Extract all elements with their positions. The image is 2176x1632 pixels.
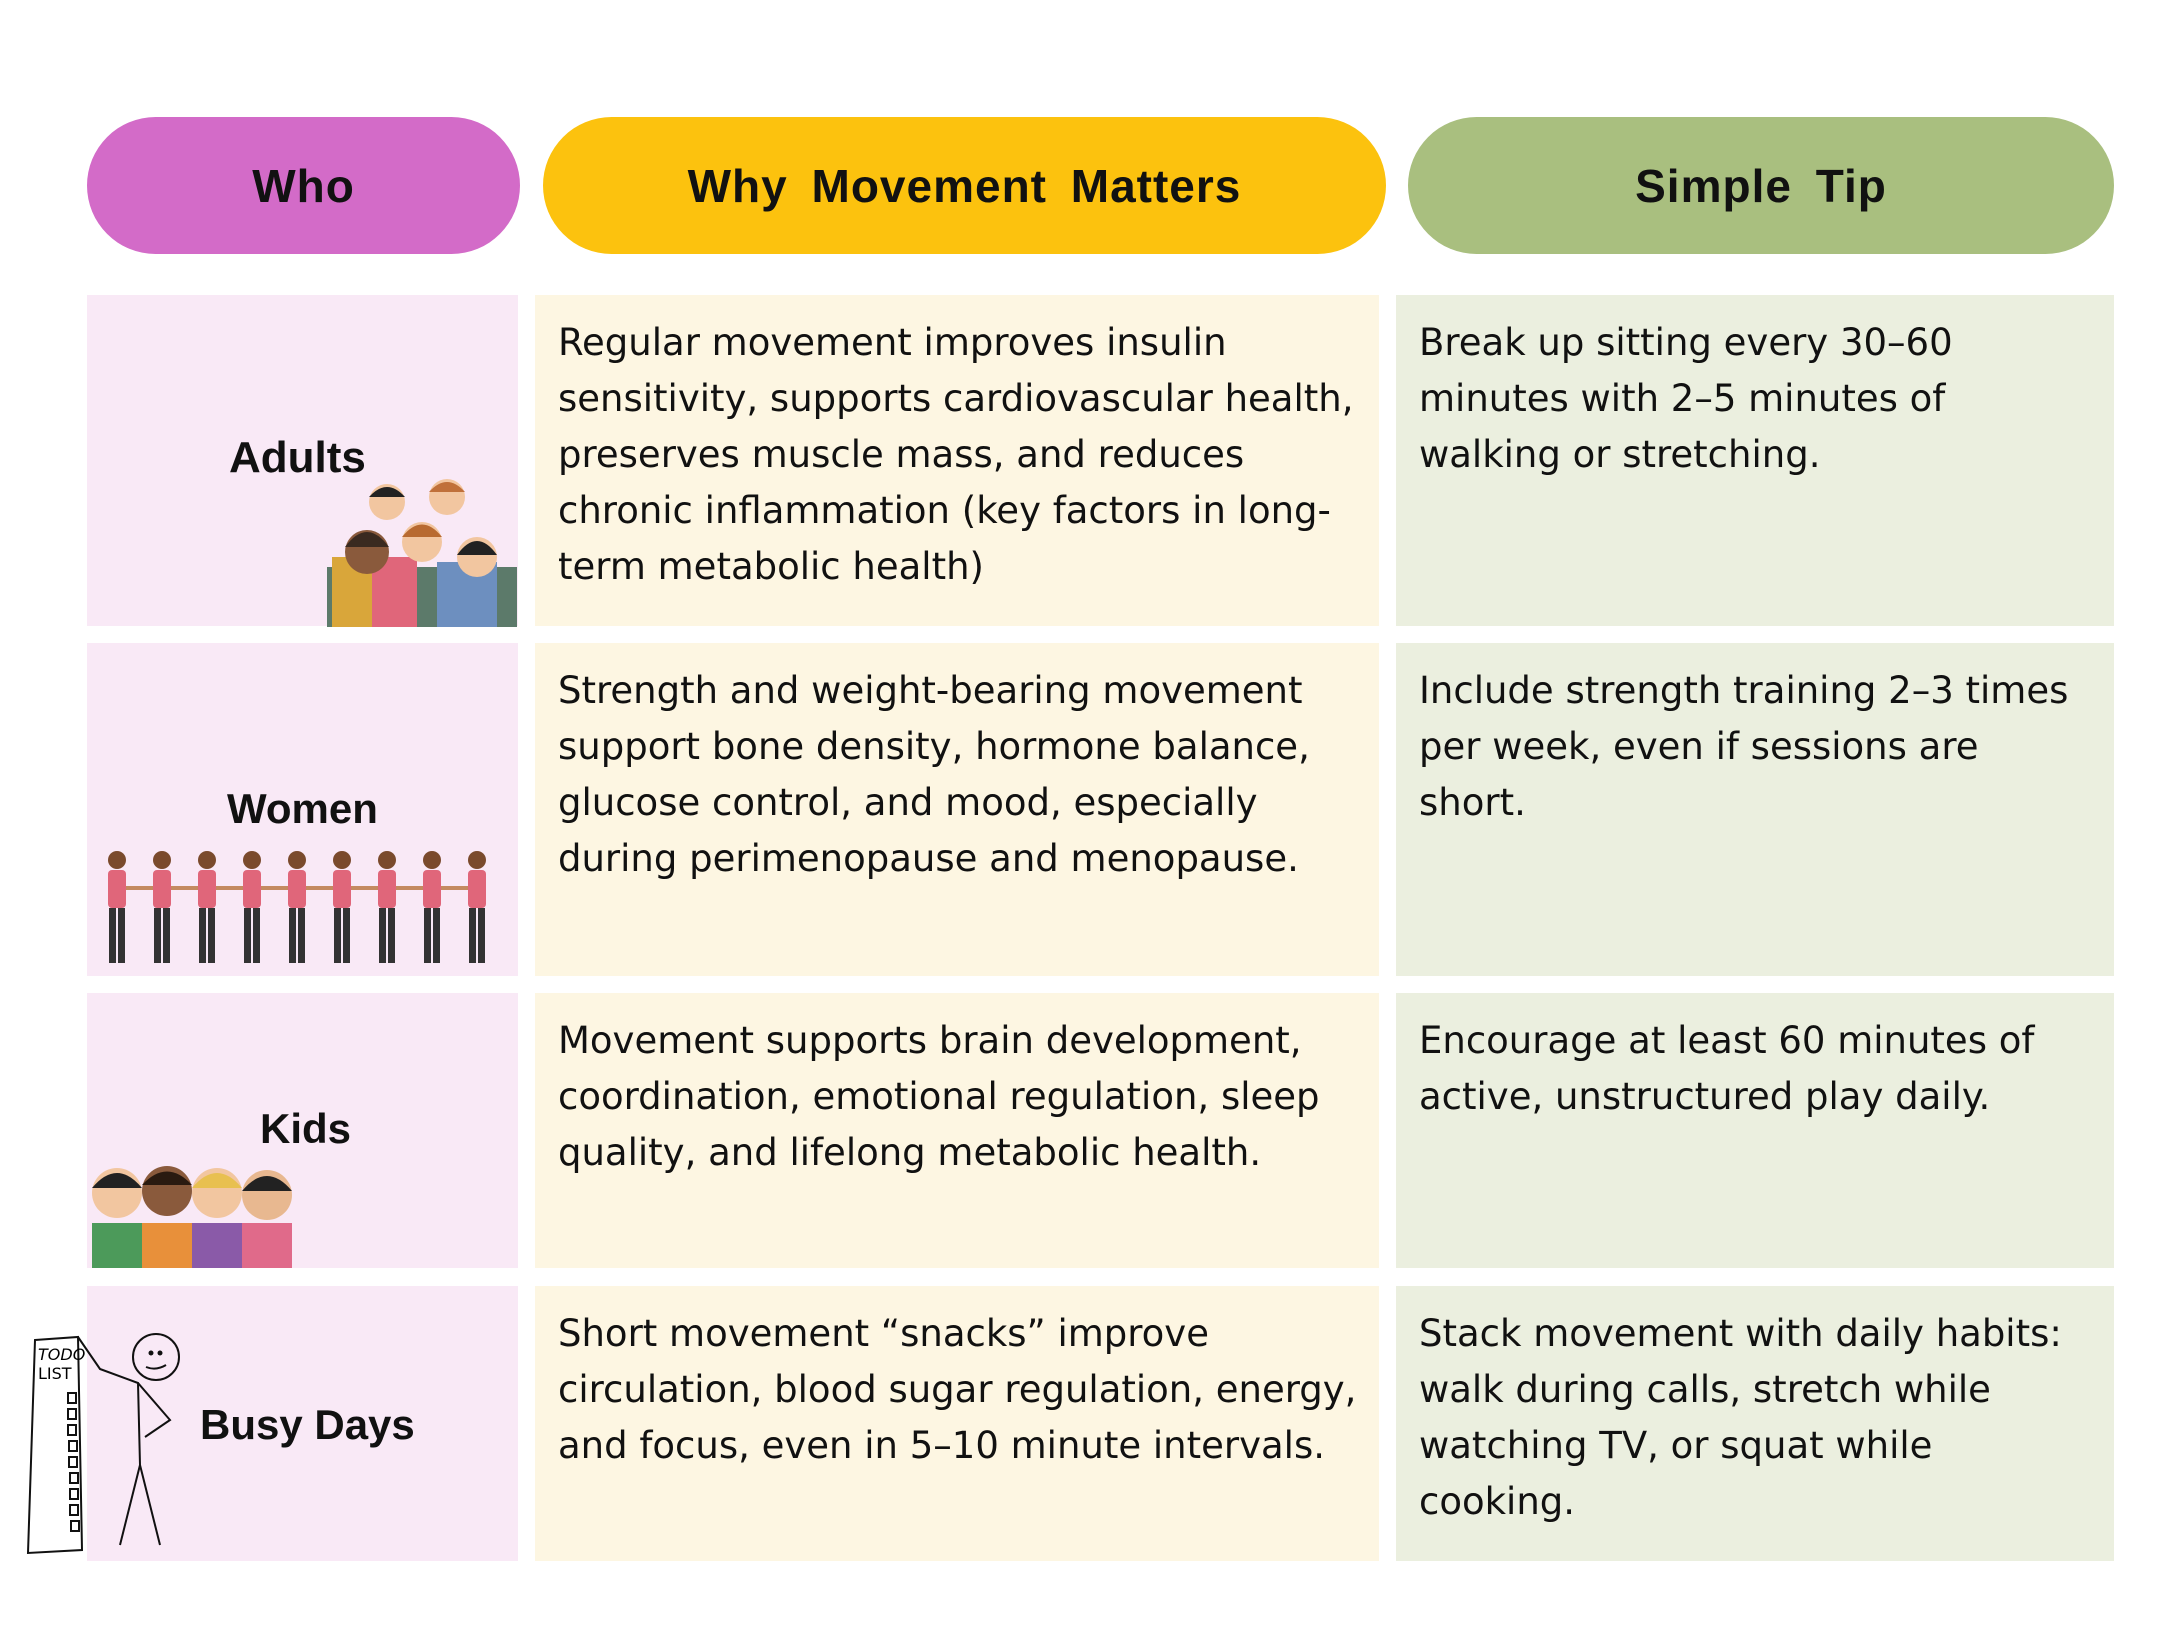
who-cell-kids: Kids (87, 993, 518, 1268)
who-label: Kids (260, 1105, 352, 1152)
who-label: Adults (229, 433, 366, 482)
tip-cell-kids: Encourage at least 60 minutes of active,… (1396, 993, 2114, 1268)
header-simple-tip: Simple Tip (1408, 117, 2114, 254)
header-why-movement-matters: Why Movement Matters (543, 117, 1386, 254)
svg-text:TODO: TODO (38, 1345, 85, 1364)
tip-cell-busy-days: Stack movement with daily habits: walk d… (1396, 1286, 2114, 1561)
who-cell-busy-days: Busy Days (87, 1286, 518, 1561)
kids-illustration (92, 1166, 292, 1268)
svg-text:LIST: LIST (38, 1364, 72, 1383)
who-cell-adults: Adults (87, 295, 518, 627)
who-cell-women: Women (87, 643, 518, 976)
who-label: Women (227, 785, 378, 832)
why-cell-women: Strength and weight-bearing movement sup… (535, 643, 1379, 976)
why-cell-adults: Regular movement improves insulin sensit… (535, 295, 1379, 626)
header-who: Who (87, 117, 520, 254)
who-label: Busy Days (200, 1401, 415, 1448)
why-cell-kids: Movement supports brain development, coo… (535, 993, 1379, 1268)
tip-cell-adults: Break up sitting every 30–60 minutes wit… (1396, 295, 2114, 626)
tip-cell-women: Include strength training 2–3 times per … (1396, 643, 2114, 976)
group-of-adults-illustration (327, 479, 517, 627)
why-cell-busy-days: Short movement “snacks” improve circulat… (535, 1286, 1379, 1561)
women-holding-hands-illustration (108, 851, 486, 963)
stick-figure-todo-list-illustration: TODO LIST (26, 1333, 180, 1555)
